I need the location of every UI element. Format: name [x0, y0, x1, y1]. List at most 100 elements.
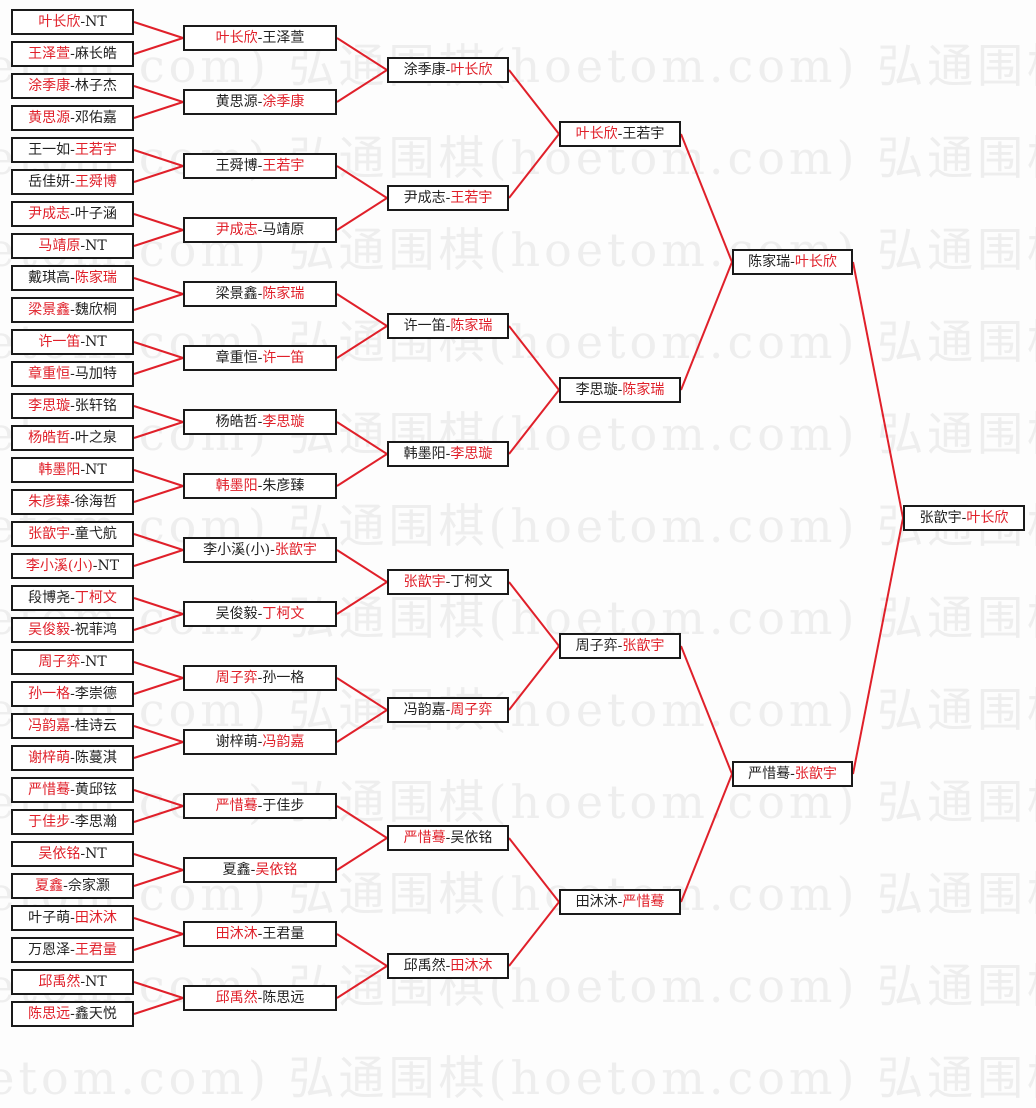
player-b-name: 鑫天悦 — [74, 1006, 117, 1022]
connector-line — [336, 165, 388, 199]
match-box: 涂季康-林子杰 — [11, 73, 134, 99]
connector-line — [133, 677, 184, 695]
match-box: 杨皓哲-叶之泉 — [11, 425, 134, 451]
player-b-name: 严惜蓦 — [622, 894, 665, 910]
separator: - — [257, 222, 263, 238]
player-b-name: 陈家瑞 — [74, 270, 117, 286]
connector-line — [133, 213, 184, 231]
connector-line — [133, 485, 184, 503]
match-box: 杨皓哲-李思璇 — [183, 409, 337, 435]
match-box: 张歆宇-童弋航 — [11, 521, 134, 547]
match-box: 叶长欣-王泽萱 — [183, 25, 337, 51]
player-a-name: 夏鑫 — [35, 878, 64, 894]
player-b-name: 王若宇 — [450, 190, 493, 206]
match-box: 尹成志-叶子涵 — [11, 201, 134, 227]
player-a-name: 吴俊毅 — [215, 606, 258, 622]
connector-line — [133, 533, 184, 551]
match-box: 梁景鑫-魏欣桐 — [11, 297, 134, 323]
connector-line — [133, 357, 184, 375]
player-b-name: 周子弈 — [450, 702, 493, 718]
player-b-name: 童弋航 — [74, 526, 117, 542]
separator: - — [270, 542, 275, 558]
player-a-name: 李小溪(小) — [25, 558, 93, 574]
connector-line — [508, 645, 560, 711]
player-b-name: 桂诗云 — [74, 718, 117, 734]
player-a-name: 王一如 — [28, 142, 71, 158]
player-b-name: 张歆宇 — [274, 542, 317, 558]
separator: - — [70, 142, 75, 158]
player-b-name: 丁柯文 — [74, 590, 117, 606]
connector-line — [680, 261, 733, 391]
connector-line — [336, 293, 388, 327]
player-b-name: 王若宇 — [622, 126, 665, 142]
match-box: 邱禹然-田沐沐 — [387, 953, 509, 979]
player-b-name: 孙一格 — [262, 670, 305, 686]
separator: - — [70, 110, 75, 126]
player-a-name: 戴琪高 — [28, 270, 71, 286]
player-a-name: 吴俊毅 — [28, 622, 71, 638]
separator: - — [80, 14, 86, 30]
separator: - — [92, 558, 98, 574]
player-b-name: NT — [85, 462, 107, 478]
player-a-name: 谢梓萌 — [215, 734, 258, 750]
connector-line — [508, 389, 560, 455]
match-box: 章重恒-许一笛 — [183, 345, 337, 371]
player-a-name: 朱彦臻 — [28, 494, 71, 510]
player-a-name: 邱禹然 — [403, 958, 446, 974]
connector-line — [133, 421, 184, 439]
separator: - — [250, 862, 256, 878]
separator: - — [70, 782, 75, 798]
player-a-name: 冯韵嘉 — [28, 718, 71, 734]
player-b-name: 田沐沐 — [450, 958, 493, 974]
match-box: 黄思源-邓佑嘉 — [11, 105, 134, 131]
connector-line — [133, 981, 184, 999]
player-a-name: 邱禹然 — [215, 990, 258, 1006]
player-b-name: 吴依铭 — [255, 862, 298, 878]
match-box: 张歆宇-丁柯文 — [387, 569, 509, 595]
separator: - — [70, 494, 75, 510]
separator: - — [80, 238, 86, 254]
separator: - — [257, 670, 263, 686]
separator: - — [70, 526, 75, 542]
match-box: 王一如-王若宇 — [11, 137, 134, 163]
connector-line — [133, 37, 184, 55]
match-box: 严惜蓦-黄邱铉 — [11, 777, 134, 803]
player-a-name: 黄思源 — [215, 94, 258, 110]
connector-line — [508, 837, 560, 903]
connector-line — [133, 469, 184, 487]
player-b-name: 佘家灏 — [67, 878, 110, 894]
player-b-name: 叶长欣 — [966, 510, 1009, 526]
player-a-name: 叶长欣 — [215, 30, 258, 46]
separator: - — [70, 590, 75, 606]
separator: - — [257, 350, 263, 366]
match-box: 邱禹然-NT — [11, 969, 134, 995]
player-b-name: NT — [85, 14, 107, 30]
match-box: 严惜蓦-吴依铭 — [387, 825, 509, 851]
player-b-name: 叶长欣 — [450, 62, 493, 78]
player-a-name: 张歆宇 — [28, 526, 71, 542]
connector-line — [336, 933, 388, 967]
match-box: 韩墨阳-朱彦臻 — [183, 473, 337, 499]
separator: - — [70, 174, 75, 190]
separator: - — [257, 926, 263, 942]
match-box: 于佳步-李思瀚 — [11, 809, 134, 835]
player-a-name: 严惜蓦 — [403, 830, 446, 846]
player-b-name: 李思璇 — [262, 414, 305, 430]
separator: - — [257, 990, 263, 1006]
separator: - — [70, 206, 75, 222]
connector-line — [133, 165, 184, 183]
player-a-name: 李思璇 — [575, 382, 618, 398]
match-box: 周子弈-张歆宇 — [559, 633, 681, 659]
connector-line — [133, 789, 184, 807]
match-box: 朱彦臻-徐海哲 — [11, 489, 134, 515]
match-box: 邱禹然-陈思远 — [183, 985, 337, 1011]
player-b-name: 黄邱铉 — [74, 782, 117, 798]
player-a-name: 万恩泽 — [28, 942, 71, 958]
separator: - — [790, 254, 795, 270]
player-b-name: 陈思远 — [262, 990, 305, 1006]
connector-line — [133, 933, 184, 951]
match-box: 岳佳妍-王舜博 — [11, 169, 134, 195]
connector-line — [133, 853, 184, 871]
player-a-name: 韩墨阳 — [215, 478, 258, 494]
separator: - — [617, 638, 623, 654]
